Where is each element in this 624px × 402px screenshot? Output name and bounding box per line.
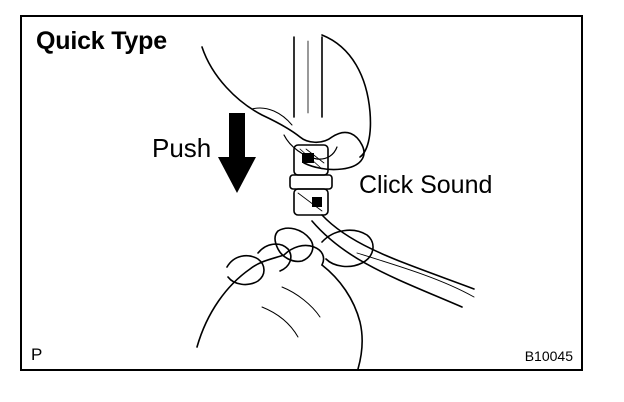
lower-hand-crease [281, 286, 321, 318]
corner-mark: P [31, 345, 43, 364]
diagram-title: Quick Type [36, 27, 167, 55]
hose-line-2 [356, 252, 475, 298]
lower-hand-outline [196, 244, 325, 348]
click-sound-label: Click Sound [359, 171, 493, 199]
lower-hand-crease-2 [261, 306, 299, 338]
lower-finger-1 [321, 229, 374, 268]
connector-window-2 [312, 197, 322, 207]
connector-lower [293, 188, 329, 216]
connector-window [302, 153, 314, 163]
lower-finger-3 [257, 243, 292, 272]
upper-finger-crease [251, 107, 293, 126]
push-label: Push [152, 133, 212, 163]
lower-finger-2 [226, 254, 265, 286]
lower-palm [321, 264, 363, 369]
figure-code: B10045 [524, 348, 573, 364]
upper-hand-back [321, 34, 372, 158]
connector-ring [289, 174, 333, 190]
hose-bottom-edge [311, 220, 463, 308]
diagram-frame: Quick Type Push Click Sound P B10045 [20, 15, 583, 371]
upper-hand-outline [201, 46, 365, 171]
push-arrow-down-icon [218, 113, 256, 193]
lower-thumb [274, 227, 314, 263]
hose-top-edge [321, 214, 475, 290]
upper-thumb [283, 134, 338, 160]
illustration [196, 34, 475, 369]
